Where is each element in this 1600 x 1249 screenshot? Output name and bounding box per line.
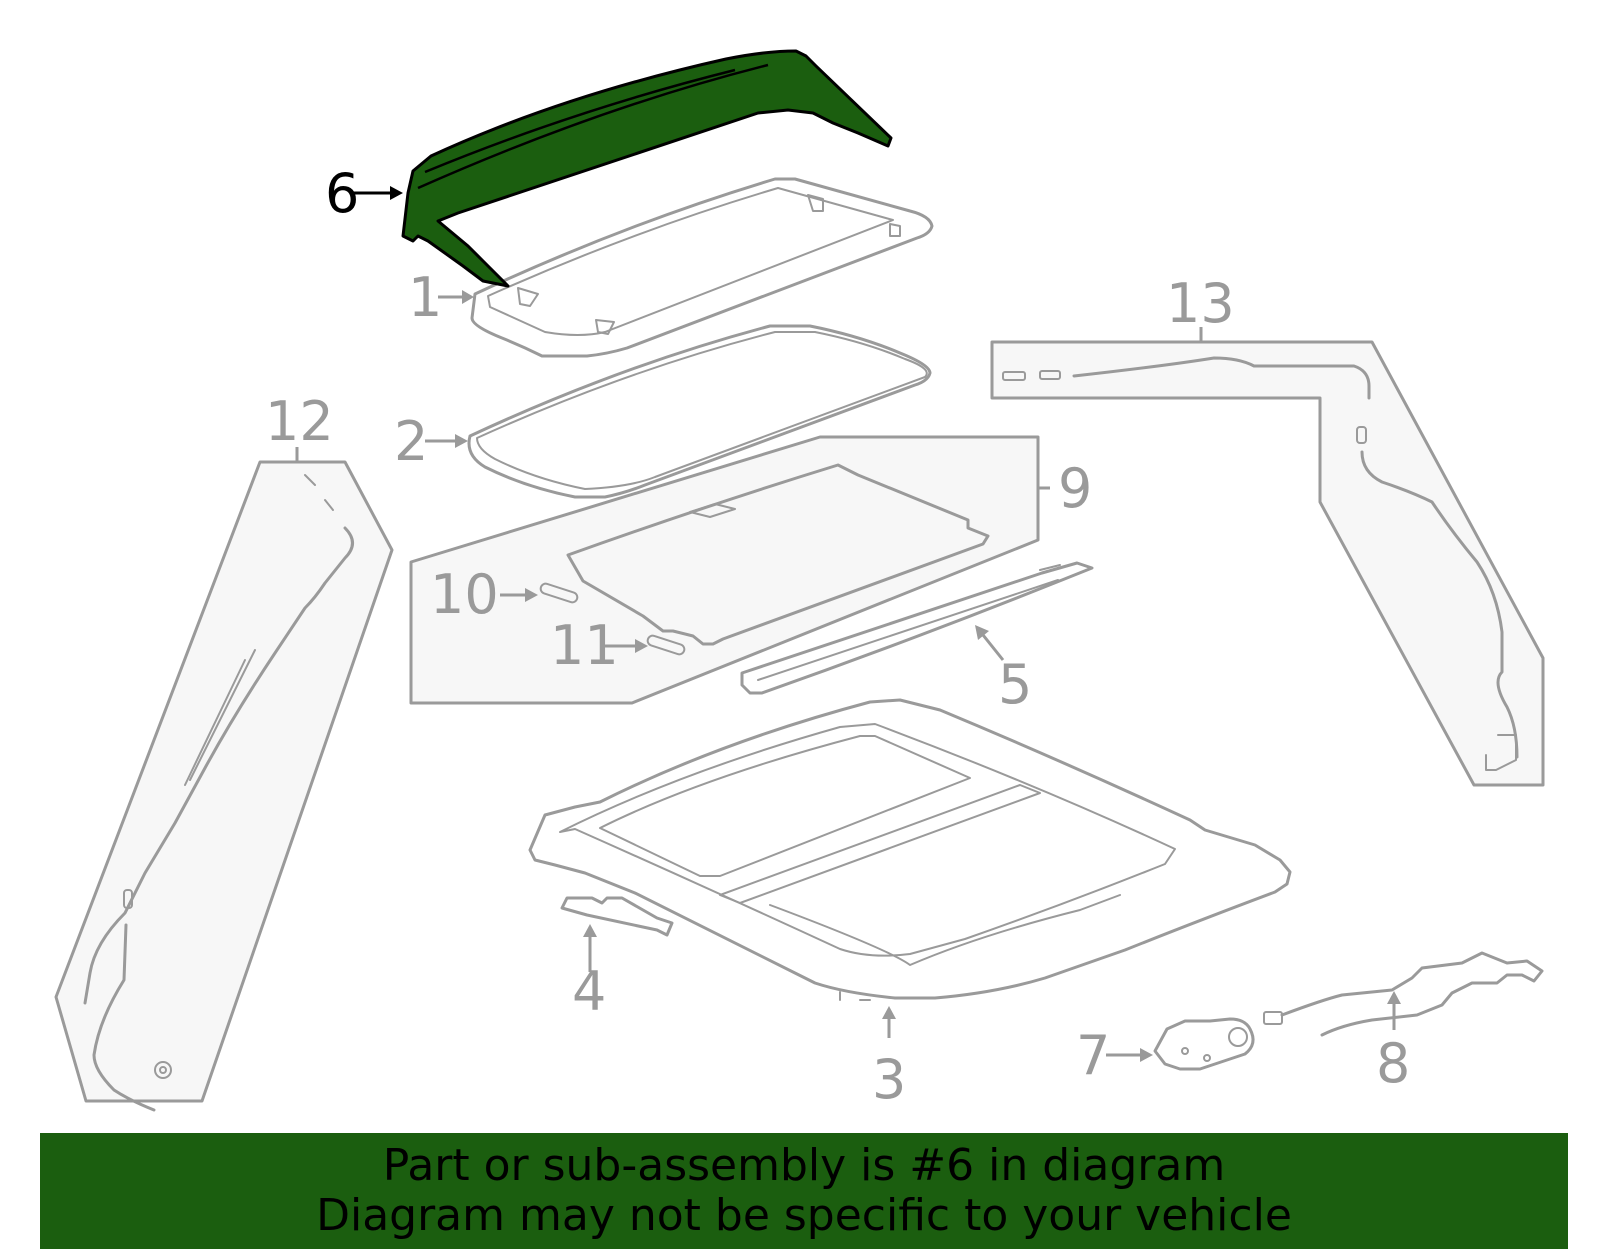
part-5: [740, 561, 1094, 695]
leader-lines: [295, 186, 1401, 1062]
part-6-highlighted: [401, 49, 893, 288]
part-7: [1153, 1017, 1255, 1071]
callout-11: 11: [550, 614, 619, 677]
info-banner: Part or sub-assembly is #6 in diagram Di…: [40, 1133, 1568, 1249]
callout-1: 1: [408, 266, 442, 329]
callout-13: 13: [1166, 272, 1235, 335]
callout-9: 9: [1058, 457, 1092, 520]
panel-12-drain-hose: [54, 460, 394, 1112]
callout-2: 2: [394, 410, 428, 473]
panel-9-sunshade-group: [409, 435, 1040, 705]
callout-4: 4: [572, 960, 606, 1023]
panel-13-drain-hose: [990, 340, 1545, 787]
part-3: [528, 698, 1292, 1001]
part-2: [467, 324, 932, 499]
callout-5: 5: [998, 653, 1032, 716]
banner-line-part: Part or sub-assembly is #6 in diagram: [382, 1140, 1226, 1191]
callout-6: 6: [325, 162, 359, 225]
part-4: [560, 896, 674, 937]
callout-7: 7: [1076, 1024, 1110, 1087]
callout-3: 3: [872, 1048, 906, 1111]
callout-8: 8: [1376, 1032, 1410, 1095]
banner-line-disclaimer: Diagram may not be specific to your vehi…: [316, 1190, 1292, 1241]
callout-10: 10: [430, 563, 499, 626]
part-1: [470, 177, 934, 358]
callout-12: 12: [265, 390, 334, 453]
part-8: [1263, 951, 1544, 1037]
callout-labels: 1 2 3 4 5 6 7 8 9 10 11 12 13: [265, 162, 1410, 1111]
